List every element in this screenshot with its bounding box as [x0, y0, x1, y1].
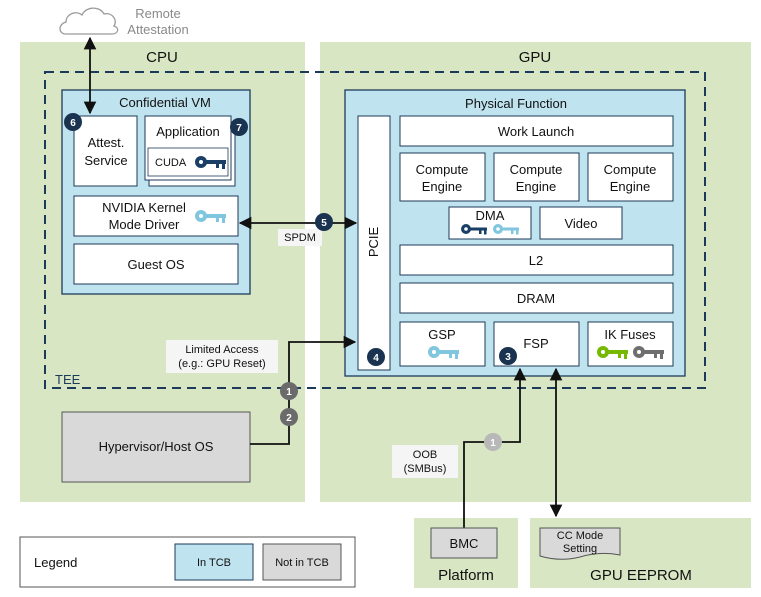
badge-7-label: 7 [236, 123, 242, 134]
badge-3-label: 3 [505, 352, 511, 363]
compute-engine-1-label-2: Engine [422, 179, 462, 194]
badge-1-oob-label: 1 [490, 438, 496, 449]
badge-2 [280, 408, 298, 426]
compute-engine-3-label-2: Engine [610, 179, 650, 194]
badge-7 [230, 118, 248, 136]
badge-4-label: 4 [373, 353, 379, 364]
oob-tag [392, 445, 458, 478]
video-box [539, 206, 623, 240]
video-label: Video [564, 216, 597, 231]
tee-boundary [44, 71, 706, 389]
kernel-driver-label-2: Mode Driver [109, 217, 180, 232]
bmc-box [430, 527, 498, 559]
tee-label: TEE [55, 372, 81, 387]
oob-label-1: OOB [413, 449, 437, 461]
compute-engine-3-label-1: Compute [604, 162, 657, 177]
compute-engine-1-label-1: Compute [416, 162, 469, 177]
cc-mode-label-2: Setting [563, 543, 597, 555]
badge-5-label: 5 [321, 218, 327, 229]
limited-access-label-1: Limited Access [185, 344, 259, 356]
dma-label: DMA [476, 208, 505, 223]
platform-title: Platform [438, 567, 494, 584]
gpu-title: GPU [519, 49, 552, 66]
limited-access-label-2: (e.g.: GPU Reset) [178, 358, 265, 370]
spdm-label: SPDM [284, 232, 316, 244]
cc-mode-document [539, 527, 621, 560]
cc-mode-label-1: CC Mode [557, 530, 603, 542]
cuda-label: CUDA [155, 157, 187, 169]
badge-1-oob [484, 433, 502, 451]
compute-engine-2-label-2: Engine [516, 179, 556, 194]
ik-fuses-box [587, 321, 674, 367]
compute-engine-1 [399, 152, 486, 202]
pcie-box [357, 115, 391, 371]
application-label: Application [156, 124, 220, 139]
ik-fuses-key-green-icon [597, 346, 628, 359]
legend-title: Legend [34, 555, 77, 570]
compute-engine-2-label-1: Compute [510, 162, 563, 177]
remote-attestation-label-2: Attestation [127, 22, 188, 37]
pcie-label: PCIE [366, 227, 381, 258]
attest-service-label-2: Service [84, 153, 127, 168]
compute-engine-3 [587, 152, 674, 202]
badge-6-label: 6 [70, 118, 76, 129]
dram-label: DRAM [517, 291, 555, 306]
dma-key-navy-icon [461, 224, 487, 235]
fsp-label: FSP [523, 336, 548, 351]
cuda-key-icon [195, 156, 226, 169]
remote-attestation-label-1: Remote [135, 6, 181, 21]
guest-os-label: Guest OS [127, 257, 184, 272]
l2-box [399, 244, 674, 276]
attest-service-label-1: Attest. [88, 135, 125, 150]
l2-label: L2 [529, 253, 543, 268]
guest-os-box [73, 243, 239, 285]
cpu-title: CPU [146, 49, 178, 66]
hypervisor-label: Hypervisor/Host OS [99, 439, 214, 454]
confidential-vm-title: Confidential VM [119, 95, 211, 110]
dma-key-light-icon [493, 224, 519, 235]
gsp-label: GSP [428, 327, 455, 342]
ik-fuses-key-gray-icon [633, 346, 664, 359]
badge-6 [64, 113, 82, 131]
badge-1-cpu-label: 1 [286, 387, 292, 398]
hypervisor-box [61, 411, 251, 483]
compute-engine-2 [493, 152, 580, 202]
gsp-box [399, 321, 486, 367]
badge-3 [499, 347, 517, 365]
attest-service-box [73, 115, 138, 187]
bmc-label: BMC [450, 536, 479, 551]
kernel-driver-label-1: NVIDIA Kernel [102, 200, 186, 215]
gpu-eeprom-title: GPU EEPROM [590, 567, 692, 584]
work-launch-box [399, 115, 674, 147]
badge-5 [315, 213, 333, 231]
legend-not-in-tcb-label: Not in TCB [275, 557, 329, 569]
cloud-icon [59, 7, 119, 35]
badge-1-cpu [280, 382, 298, 400]
legend-in-tcb-label: In TCB [197, 557, 231, 569]
legend-not-in-tcb-swatch [262, 543, 342, 581]
badge-2-label: 2 [286, 413, 292, 424]
driver-key-icon [195, 210, 226, 223]
work-launch-label: Work Launch [498, 124, 574, 139]
dram-box [399, 282, 674, 314]
legend-in-tcb-swatch [174, 543, 254, 581]
physical-function-title: Physical Function [465, 96, 567, 111]
badge-4 [367, 348, 385, 366]
spdm-tag [278, 229, 322, 246]
oob-label-2: (SMBus) [404, 463, 447, 475]
ik-fuses-label: IK Fuses [604, 327, 656, 342]
limited-access-tag [166, 340, 278, 373]
gsp-key-icon [428, 346, 459, 359]
